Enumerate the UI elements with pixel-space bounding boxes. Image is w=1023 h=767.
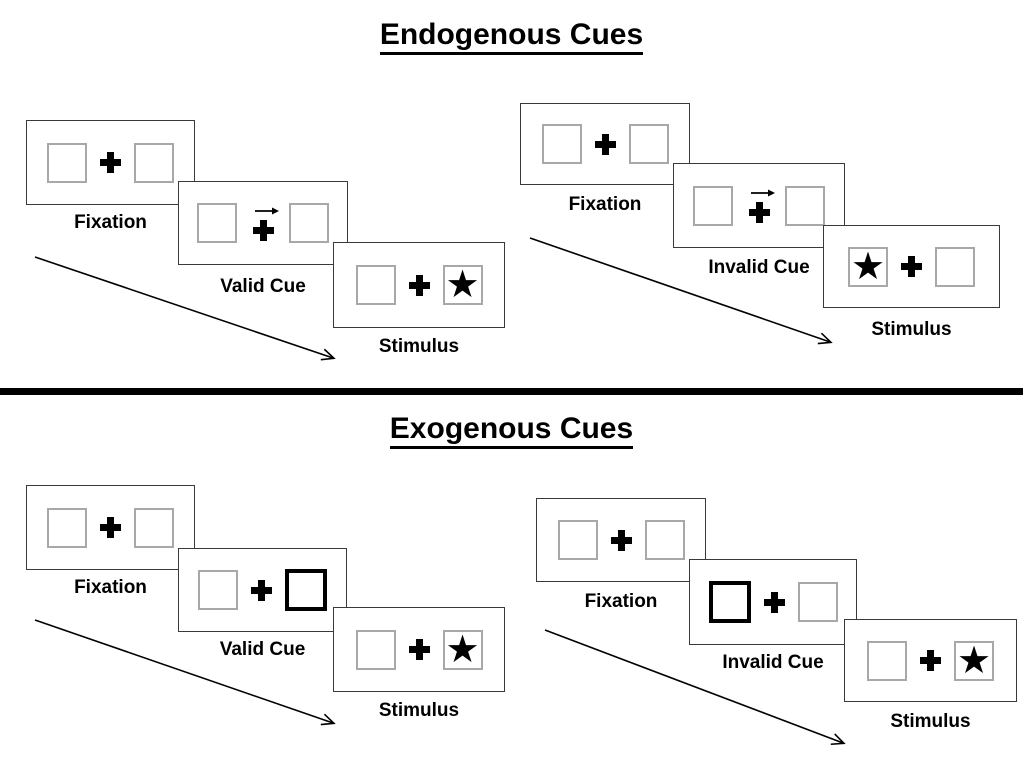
endogenous-invalid-fixation-panel — [520, 103, 690, 185]
left-box — [355, 265, 396, 305]
star-target-icon: ★ — [850, 243, 886, 288]
step-label: Valid Cue — [219, 639, 306, 660]
right-box — [289, 203, 329, 243]
left-box-with-target: ★ — [848, 243, 888, 288]
right-box-with-target: ★ — [442, 262, 483, 306]
exogenous-title-text: Exogenous Cues — [389, 412, 634, 449]
step-label: Fixation — [568, 194, 642, 215]
step-label: Fixation — [74, 212, 147, 233]
fixation-cross-icon — [748, 202, 770, 223]
right-arrow-cue-icon — [255, 207, 279, 214]
right-box — [628, 124, 669, 164]
left-box — [198, 570, 238, 610]
exogenous-valid-stimulus-panel: ★ — [333, 607, 505, 692]
exogenous-invalid-stimulus-panel: ★ — [844, 619, 1017, 702]
time-sequence-arrow — [529, 237, 833, 345]
step-label: Fixation — [584, 591, 658, 612]
step-label: Invalid Cue — [708, 257, 810, 278]
right-box — [797, 582, 838, 622]
left-box — [47, 142, 87, 183]
fixation-cross-icon — [251, 579, 272, 601]
time-sequence-arrow — [544, 629, 846, 746]
fixation-cross-icon — [901, 256, 922, 277]
fixation-cross-icon — [100, 152, 121, 173]
left-box — [47, 507, 87, 548]
right-box — [935, 246, 975, 287]
left-box — [197, 203, 237, 243]
left-box-highlighted-cue — [708, 581, 751, 623]
right-box — [134, 142, 174, 183]
exogenous-invalid-fixation-panel — [536, 498, 706, 582]
time-sequence-arrow — [34, 619, 336, 726]
left-box — [557, 520, 598, 560]
right-box-highlighted-cue — [285, 569, 327, 611]
exogenous-valid-fixation-panel — [26, 485, 195, 570]
exogenous-valid-cue-panel — [178, 548, 347, 632]
exogenous-section-title: Exogenous Cues — [0, 412, 1023, 449]
fixation-cross-icon — [594, 133, 616, 155]
right-box-with-target: ★ — [442, 626, 483, 671]
right-arrow-cue-icon — [751, 189, 775, 197]
endogenous-invalid-cue-panel — [673, 163, 845, 248]
left-box — [355, 629, 396, 670]
fixation-cross-icon — [252, 219, 274, 241]
endogenous-valid-fixation-panel — [26, 120, 195, 205]
step-label: Valid Cue — [220, 276, 306, 297]
endogenous-section-title: Endogenous Cues — [0, 18, 1023, 55]
left-box — [693, 185, 733, 226]
section-divider — [0, 388, 1023, 395]
left-box — [541, 124, 582, 164]
fixation-cross-icon — [408, 639, 430, 660]
step-label: Stimulus — [378, 700, 460, 721]
right-box-with-target: ★ — [954, 637, 994, 682]
time-sequence-arrow — [34, 256, 336, 361]
star-target-icon: ★ — [956, 637, 992, 682]
fixation-cross-icon — [408, 274, 430, 296]
left-box — [867, 640, 907, 681]
step-label: Stimulus — [871, 319, 952, 340]
endogenous-valid-stimulus-panel: ★ — [333, 242, 505, 328]
right-box — [644, 520, 685, 560]
right-box — [134, 507, 174, 548]
fixation-cross-icon — [100, 517, 121, 538]
step-label: Stimulus — [378, 336, 460, 357]
right-box — [785, 185, 825, 226]
fixation-cross-icon — [610, 529, 632, 551]
fixation-cross-icon — [763, 591, 785, 613]
endogenous-valid-cue-panel — [178, 181, 348, 265]
endogenous-invalid-stimulus-panel: ★ — [823, 225, 1000, 308]
endogenous-title-text: Endogenous Cues — [379, 18, 644, 55]
step-label: Stimulus — [890, 711, 971, 732]
fixation-cross-icon — [920, 650, 941, 671]
step-label: Invalid Cue — [722, 652, 824, 673]
step-label: Fixation — [74, 577, 147, 598]
exogenous-invalid-cue-panel — [689, 559, 857, 645]
star-target-icon: ★ — [445, 626, 480, 671]
star-target-icon: ★ — [445, 262, 480, 306]
